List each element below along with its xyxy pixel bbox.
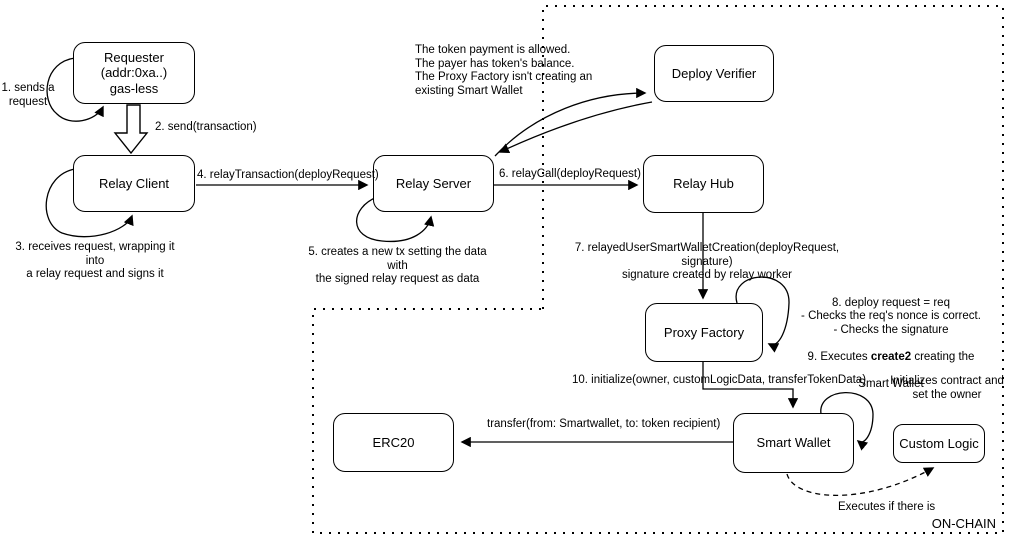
label-transfer: transfer(from: Smartwallet, to: token re… <box>487 418 721 430</box>
label-step3: 3. receives request, wrapping it into a … <box>15 241 175 280</box>
label-step9: 9. Executes create2 creating the <box>772 351 1009 365</box>
label-step5: 5. creates a new tx setting the data wit… <box>308 246 487 285</box>
executes-dashed-arrow <box>786 467 935 497</box>
node-relay-hub: Relay Hub <box>643 155 764 213</box>
label-step8-9: 8. deploy request = req - Checks the req… <box>772 283 1009 405</box>
requester-self-loop-arrow <box>46 57 104 122</box>
label-step2: 2. send(transaction) <box>155 121 257 133</box>
label-step10: 10. initialize(owner, customLogicData, t… <box>572 374 867 386</box>
verifier-response-arrow <box>498 101 653 153</box>
initialize-elbow-arrow <box>702 362 799 409</box>
label-step9-line2: Smart Wallet <box>858 377 924 390</box>
label-step9-suffix: creating the <box>911 350 975 363</box>
node-custom-logic: Custom Logic <box>893 424 985 463</box>
send-transaction-block-arrow <box>113 104 149 155</box>
node-requester: Requester (addr:0xa..) gas-less <box>73 42 195 104</box>
relay-client-self-loop-arrow <box>45 168 134 238</box>
node-relay-server: Relay Server <box>373 155 494 212</box>
label-step9-prefix: 9. Executes <box>807 350 871 363</box>
label-step8: 8. deploy request = req - Checks the req… <box>801 296 981 336</box>
label-executes-if: Executes if there is <box>838 501 936 513</box>
relay-server-self-loop-arrow <box>355 196 435 243</box>
node-erc20: ERC20 <box>333 413 454 472</box>
node-proxy-factory: Proxy Factory <box>645 303 763 362</box>
proxy-factory-self-loop-arrow <box>735 276 790 353</box>
label-step6: 6. relayCall(deployRequest) <box>499 168 641 180</box>
label-step4: 4. relayTransaction(deployRequest) <box>197 169 379 181</box>
label-verifier-checks: The token payment is allowed. The payer … <box>415 44 593 97</box>
label-step9-create2: create2 <box>870 350 912 363</box>
smart-wallet-self-loop-arrow <box>820 392 874 451</box>
label-step1: 1. sends a request <box>1 82 55 108</box>
verifier-request-arrow <box>494 87 647 157</box>
node-deploy-verifier: Deploy Verifier <box>654 45 774 102</box>
label-step7: 7. relayedUserSmartWalletCreation(deploy… <box>574 242 840 281</box>
label-on-chain: ON-CHAIN <box>931 516 996 531</box>
label-init-owner: Initializes contract and set the owner <box>890 375 1004 401</box>
node-smart-wallet: Smart Wallet <box>733 413 854 473</box>
node-relay-client: Relay Client <box>73 155 195 212</box>
